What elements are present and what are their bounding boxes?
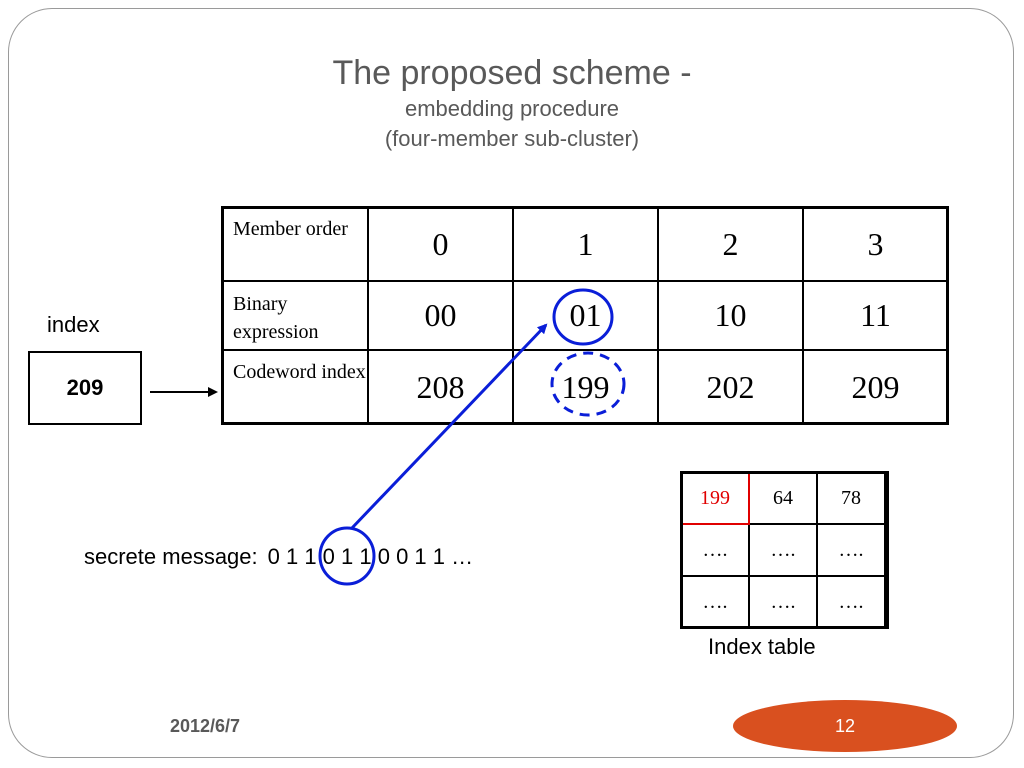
index-table: 199 64 78 …. …. …. …. …. ….	[680, 471, 886, 629]
table-cell: ….	[680, 575, 750, 629]
table-cell: 11	[802, 280, 949, 351]
index-value-box: 209	[28, 351, 142, 425]
secret-message: secrete message: 0 1 1 0 1 1 0 0 1 1 …	[84, 544, 473, 570]
member-table: Member order 0 1 2 3 Binary expression 0…	[221, 206, 949, 425]
table-cell: ….	[680, 523, 750, 577]
table-cell: 199	[512, 349, 659, 425]
table-cell: 01	[512, 280, 659, 351]
table-cell: 00	[367, 280, 514, 351]
table-cell: 208	[367, 349, 514, 425]
index-label: index	[47, 312, 100, 337]
row-label: Binary expression	[221, 280, 369, 351]
table-cell: ….	[816, 575, 886, 629]
table-row: Codeword index 208 199 202 209	[221, 349, 949, 425]
table-row: Member order 0 1 2 3	[221, 206, 949, 282]
table-cell: ….	[748, 575, 818, 629]
table-row: Binary expression 00 01 10 11	[221, 280, 949, 351]
index-table-caption: Index table	[708, 634, 816, 659]
table-cell: 0	[367, 206, 514, 282]
row-label: Codeword index	[221, 349, 369, 425]
title-subtitle: embedding procedure	[404, 96, 620, 121]
page-number-badge: 12	[733, 700, 957, 752]
table-cell: 2	[657, 206, 804, 282]
table-row: …. …. ….	[680, 575, 886, 629]
table-row: …. …. ….	[680, 523, 886, 577]
table-cell: 10	[657, 280, 804, 351]
page-number: 12	[834, 715, 856, 736]
highlighted-cell: 199	[680, 471, 750, 525]
table-cell: 64	[748, 471, 818, 525]
table-cell: 1	[512, 206, 659, 282]
title-note: (four-member sub-cluster)	[384, 126, 640, 151]
title-main: The proposed scheme -	[332, 54, 692, 92]
row-label: Member order	[221, 206, 369, 282]
table-cell: ….	[748, 523, 818, 577]
table-cell: 209	[802, 349, 949, 425]
slide-title: The proposed scheme - embedding procedur…	[0, 52, 1024, 154]
footer-date: 2012/6/7	[170, 716, 241, 736]
secret-message-label: secrete message:	[84, 544, 258, 569]
table-cell: ….	[816, 523, 886, 577]
table-cell: 3	[802, 206, 949, 282]
secret-message-bits: 0 1 1 0 1 1 0 0 1 1 …	[267, 544, 474, 569]
table-row: 199 64 78	[680, 471, 886, 525]
table-cell: 202	[657, 349, 804, 425]
table-cell: 78	[816, 471, 886, 525]
